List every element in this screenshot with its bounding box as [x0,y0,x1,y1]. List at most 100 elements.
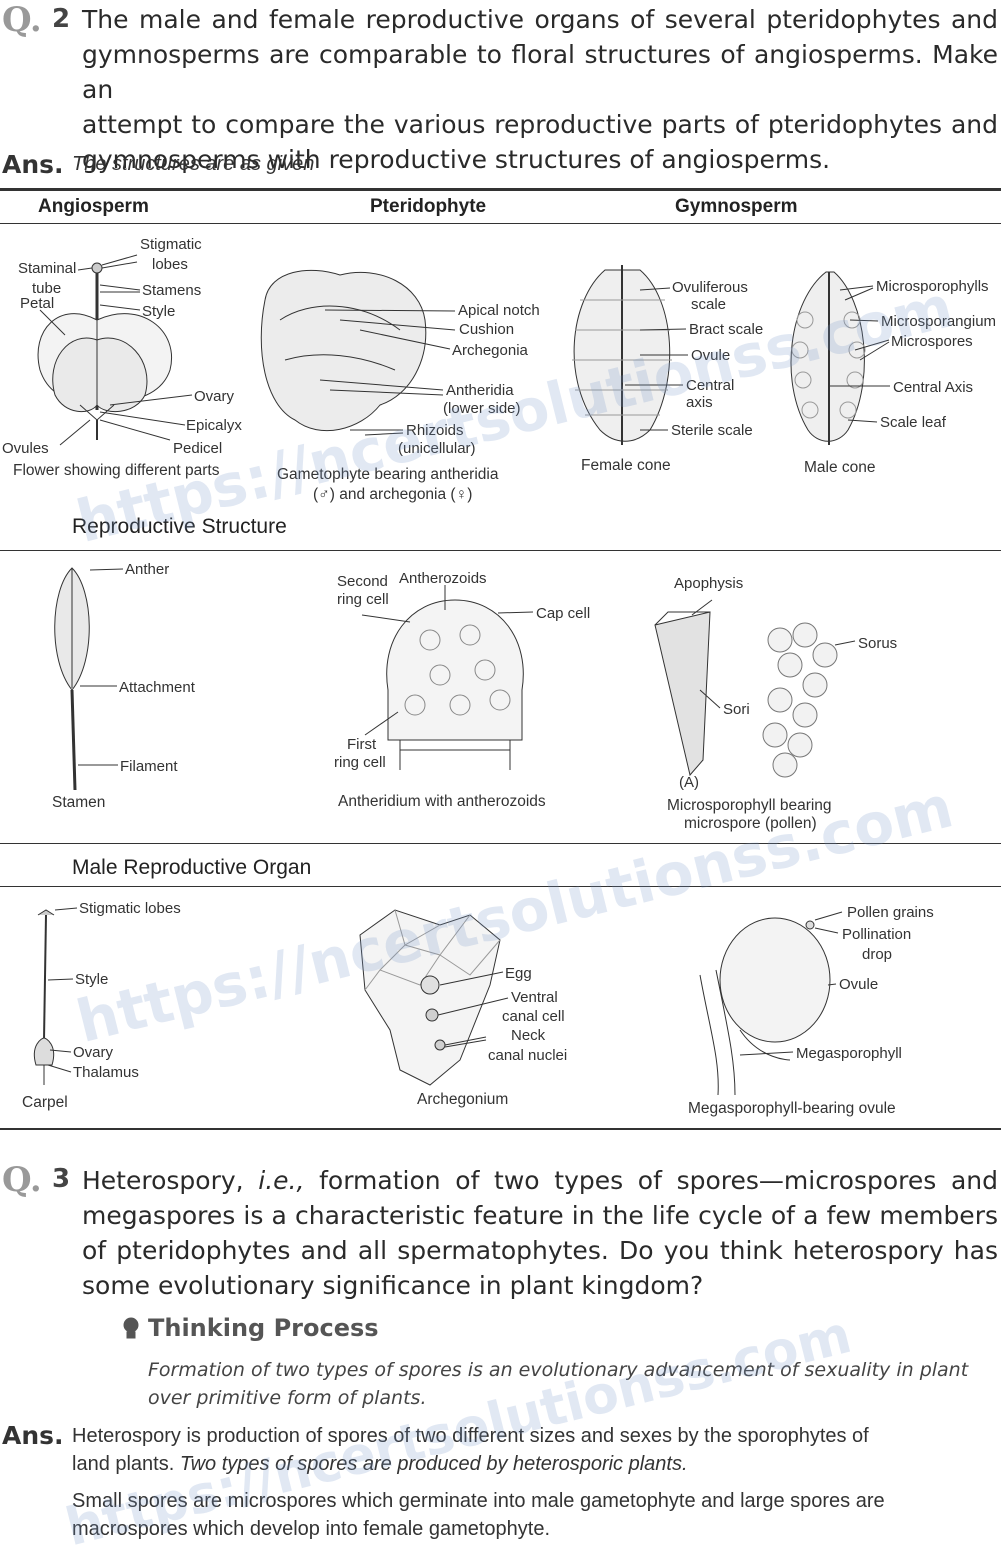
gametophyte-label: Antheridia [446,382,514,399]
stamen-label: Attachment [119,679,195,696]
microsporophyll-label: Apophysis [674,575,744,592]
megasporophyll-label: Pollen grains [847,904,934,921]
male-cone-drawing [790,271,890,445]
bulb-drawing [123,1317,139,1339]
question-line: Heterospory, i.e., formation of two type… [82,1163,998,1198]
flower-label: Staminal [18,260,77,277]
female-cone-label: Bract scale [689,321,764,338]
male-cone-label: Scale leaf [880,414,946,431]
female-cone-label: Sterile scale [671,422,753,439]
flower-label: tube [32,280,62,297]
antheridium-label: ring cell [334,754,386,771]
flower-label: Epicalyx [186,417,242,434]
female-cone-drawing [572,265,688,445]
question-line: attempt to compare the various reproduct… [82,110,998,139]
carpel-label: Thalamus [73,1064,139,1081]
stamen-label: Filament [120,758,178,775]
megasporophyll-label: drop [862,946,893,963]
archegonium-label: Neck [511,1027,546,1044]
question-marker: Q. [2,1160,42,1200]
question-text: Heterospory, i.e., formation of two type… [82,1163,998,1303]
male-cone-label: Microspores [891,333,973,350]
answer-text: The structures are as given [72,153,315,175]
archegonium-label: Ventral [511,989,558,1006]
female-cone-label: Ovuliferous [672,279,748,296]
female-cone-caption: Female cone [581,457,671,474]
microsporophyll-label: Sori [723,701,750,718]
male-cone-label: Microsporophylls [876,278,989,295]
archegonium-label: Egg [505,965,532,982]
section-rule [0,550,1001,551]
answer-fragment: Two types of spores are produced by hete… [179,1453,688,1475]
stamen-caption: Stamen [52,794,106,811]
antheridium-caption: Antheridium with antherozoids [338,793,546,810]
gametophyte-label: Apical notch [458,302,540,319]
answer-paragraph: Small spores are microspores which germi… [72,1487,1000,1543]
answer-line: Small spores are microspores which germi… [72,1490,885,1512]
answer-line: Heterospory is production of spores of t… [72,1425,869,1447]
microsporophyll-drawing [654,599,856,778]
archegonium-caption: Archegonium [417,1091,509,1108]
gametophyte-label: Rhizoids [406,422,464,439]
answer-fragment: land plants. [72,1453,175,1475]
flower-label: Stigmatic [140,236,202,253]
answer-paragraph: Heterospory is production of spores of t… [72,1422,1000,1478]
table-bottom-rule [0,1128,1001,1130]
column-header-pteridophyte: Pteridophyte [370,196,487,217]
carpel-label: Ovary [73,1044,114,1061]
stamen-label: Anther [125,561,170,578]
gametophyte-label: (lower side) [443,400,521,417]
question-number: 2 [52,4,71,34]
thinking-line: Formation of two types of spores is an e… [148,1359,969,1381]
megasporophyll-label: Ovule [839,976,879,993]
question-fragment: formation of two types of spores—microsp… [319,1166,998,1195]
megasporophyll-label: Megasporophyll [796,1045,902,1062]
section-rule [0,843,1001,844]
flower-label: Stamens [142,282,202,299]
thinking-line: over primitive form of plants. [148,1387,427,1409]
question-line: gymnosperms with reproductive structures… [82,145,831,174]
question-fragment: Heterospory, [82,1166,244,1195]
question-line: megaspores is a characteristic feature i… [82,1201,998,1230]
answer-line: macrospores which develop into female ga… [72,1518,551,1540]
archegonium-drawing [359,909,509,1086]
flower-caption: Flower showing different parts [13,462,220,479]
megasporophyll-label: Pollination [842,926,912,943]
antheridium-label: Cap cell [536,605,591,622]
flower-drawing [37,254,193,446]
question-text: The male and female reproductive organs … [82,2,998,177]
thinking-process-title: Thinking Process [148,1314,379,1342]
answer-label: Ans. [2,1421,64,1450]
microsporophyll-label: Sorus [858,635,898,652]
gametophyte-label: Archegonia [452,342,528,359]
male-cone-caption: Male cone [804,459,876,476]
table-header-rule [0,223,1001,224]
table-top-rule [0,188,1001,191]
question-number: 3 [52,1164,71,1194]
flower-label: Ovules [2,440,49,457]
male-cone-label: Central Axis [893,379,974,396]
antheridium-label: Second [337,573,388,590]
male-cone-label: Microsporangium [881,313,997,330]
question-marker: Q. [2,0,42,40]
female-cone-label: Ovule [691,347,731,364]
flower-label: lobes [152,256,188,273]
carpel-label: Style [75,971,109,988]
megasporophyll-drawing [699,911,843,1096]
female-cone-label: scale [691,296,727,313]
gametophyte-label: Cushion [459,321,515,338]
flower-label: Ovary [194,388,235,405]
question-line: some evolutionary significance in plant … [82,1271,704,1300]
microsporophyll-caption: Microsporophyll bearing [667,797,832,814]
microsporophyll-label: (A) [679,774,699,791]
section-rule [0,886,1001,887]
question-line: gymnosperms are comparable to floral str… [82,40,998,104]
gametophyte-drawing [260,269,456,436]
archegonium-label: canal nuclei [488,1047,568,1064]
answer-line: land plants. Two types of spores are pro… [72,1450,1000,1478]
gametophyte-caption: Gametophyte bearing antheridia [277,466,499,483]
antheridium-drawing [361,585,534,770]
question-line: The male and female reproductive organs … [82,5,998,34]
flower-label: Petal [20,295,55,312]
